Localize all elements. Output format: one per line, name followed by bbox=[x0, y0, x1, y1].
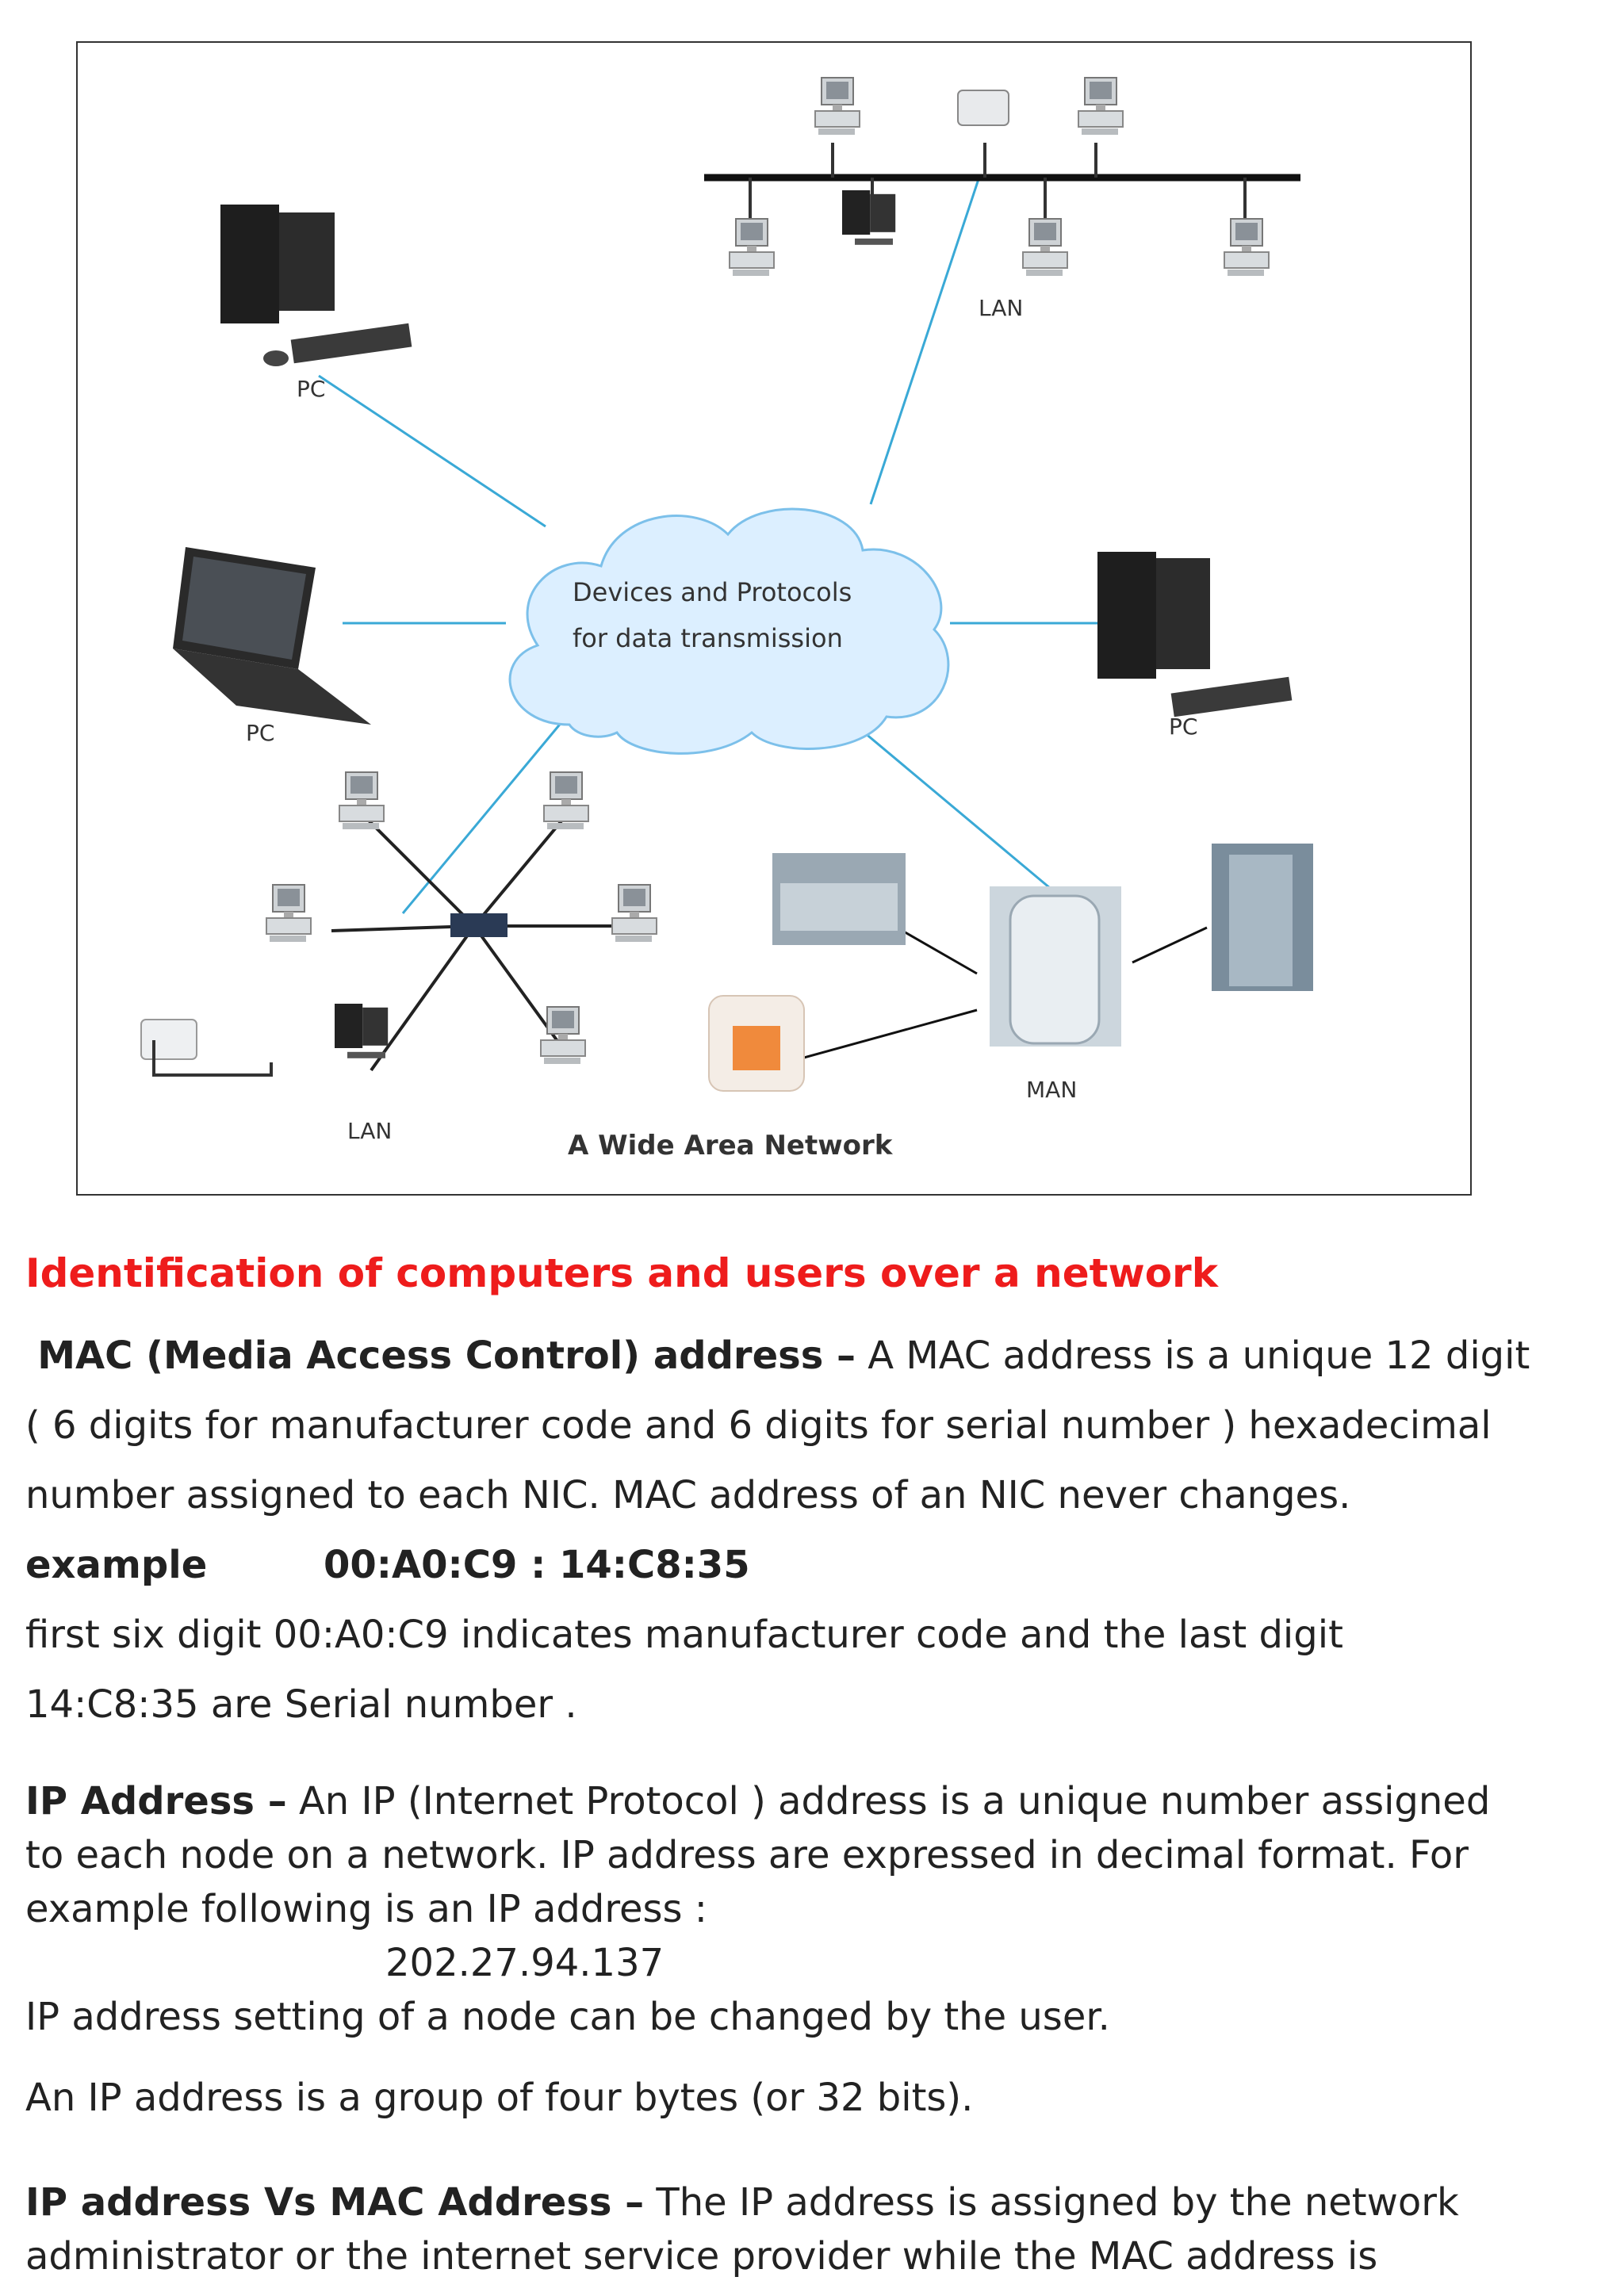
section-heading: Identification of computers and users ov… bbox=[25, 1250, 1218, 1296]
explain-line2: 14:C8:35 are Serial number . bbox=[25, 1682, 577, 1727]
vs-term: IP address Vs MAC Address – bbox=[25, 2180, 645, 2225]
hub-icon bbox=[450, 913, 508, 937]
label-lan-top: LAN bbox=[979, 295, 1023, 321]
desktop-pc-right-icon bbox=[1097, 552, 1293, 718]
link-lines bbox=[318, 178, 1099, 914]
printer-icon-bottom bbox=[140, 1019, 197, 1060]
mac-line3: number assigned to each NIC. MAC address… bbox=[25, 1473, 1351, 1517]
mac-line1: MAC (Media Access Control) address – A M… bbox=[37, 1334, 1530, 1378]
vs-line1: IP address Vs MAC Address – The IP addre… bbox=[25, 2180, 1459, 2225]
cloud-text-line1: Devices and Protocols bbox=[573, 577, 852, 607]
ip-example-value: 202.27.94.137 bbox=[385, 1941, 665, 1985]
label-man: MAN bbox=[1026, 1077, 1077, 1103]
wan-diagram: LAN PC PC Devices and Protocols for data… bbox=[76, 41, 1472, 1196]
ip-line1: IP Address – An IP (Internet Protocol ) … bbox=[25, 1779, 1491, 1823]
vs-section: IP address Vs MAC Address – The IP addre… bbox=[25, 2175, 1595, 2283]
printer-icon bbox=[957, 90, 1009, 126]
example-label: example bbox=[25, 1543, 208, 1587]
man-buildings bbox=[708, 844, 1313, 1092]
ip-line6: An IP address is a group of four bytes (… bbox=[25, 2076, 974, 2120]
mac-line2: ( 6 digits for manufacturer code and 6 d… bbox=[25, 1403, 1492, 1448]
mac-term: MAC (Media Access Control) address – bbox=[37, 1334, 856, 1378]
ip-section: IP Address – An IP (Internet Protocol ) … bbox=[25, 1774, 1595, 2125]
figure-caption: A Wide Area Network bbox=[568, 1130, 894, 1161]
star-lan bbox=[140, 771, 657, 1077]
ip-line5: IP address setting of a node can be chan… bbox=[25, 1995, 1110, 2039]
vs-line2: administrator or the internet service pr… bbox=[25, 2234, 1378, 2279]
ip-line2: to each node on a network. IP address ar… bbox=[25, 1833, 1469, 1877]
wan-diagram-svg: LAN PC PC Devices and Protocols for data… bbox=[140, 77, 1313, 1161]
explain-line1: first six digit 00:A0:C9 indicates manuf… bbox=[25, 1613, 1343, 1657]
ip-term: IP Address – bbox=[25, 1779, 287, 1823]
mac-section: MAC (Media Access Control) address – A M… bbox=[25, 1321, 1595, 1739]
desktop-pc-top-icon bbox=[220, 205, 412, 366]
example-value: 00:A0:C9 : 14:C8:35 bbox=[324, 1543, 750, 1587]
example-row: example 00:A0:C9 : 14:C8:35 bbox=[25, 1530, 1595, 1600]
label-lan-bottom: LAN bbox=[347, 1118, 392, 1144]
label-pc-top: PC bbox=[297, 376, 325, 402]
cloud-icon bbox=[508, 507, 950, 755]
cloud-text-line2: for data transmission bbox=[573, 623, 843, 653]
label-pc-left: PC bbox=[246, 720, 274, 746]
label-pc-right: PC bbox=[1169, 714, 1197, 740]
ip-value-row: 202.27.94.137 bbox=[25, 1936, 1595, 1990]
laptop-icon bbox=[173, 547, 371, 725]
ip-line3: example following is an IP address : bbox=[25, 1887, 707, 1931]
top-lan-bus bbox=[704, 77, 1300, 277]
